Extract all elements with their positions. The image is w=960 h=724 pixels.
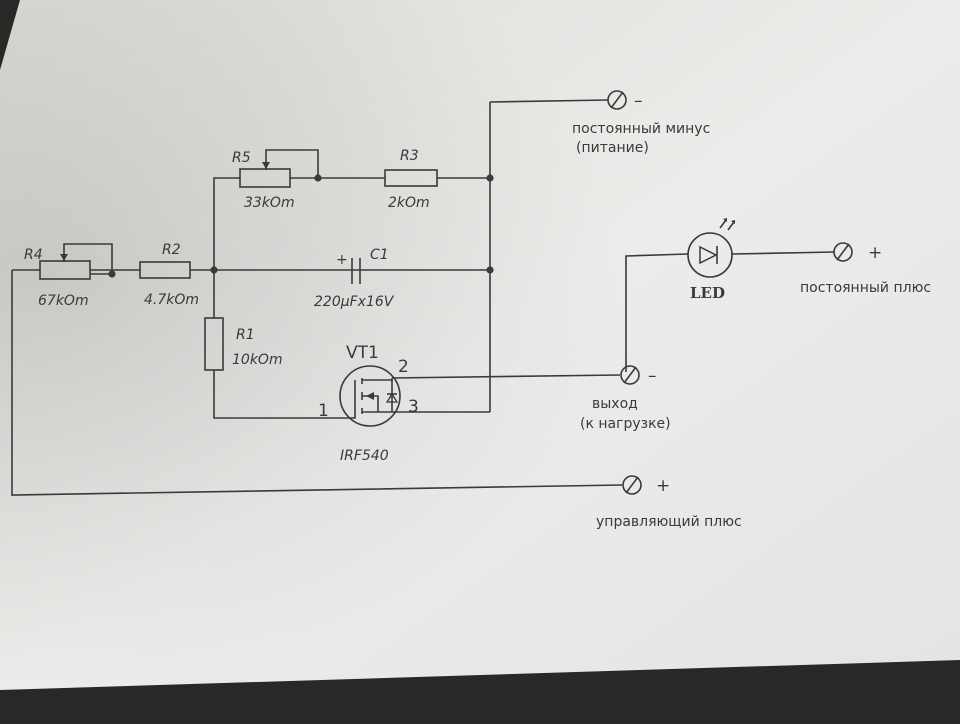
resistor-r4 bbox=[39, 260, 91, 280]
label-r1-value: 10kOm bbox=[232, 352, 283, 368]
label-r4-value: 67kOm bbox=[38, 293, 89, 309]
terminal-control-plus bbox=[622, 475, 642, 495]
plus-supply-label: постоянный плюс bbox=[800, 280, 931, 296]
label-r5-value: 33kOm bbox=[244, 195, 295, 211]
r4-wiper-arrow bbox=[60, 254, 68, 261]
terminal-minus-supply bbox=[607, 90, 627, 110]
minus-supply-sublabel: (питание) bbox=[576, 140, 649, 156]
terminal-output bbox=[620, 365, 640, 385]
output-label: выход bbox=[592, 396, 638, 412]
label-pin-2: 2 bbox=[398, 357, 409, 377]
output-sublabel: (к нагрузке) bbox=[580, 416, 671, 432]
label-r1: R1 bbox=[236, 327, 255, 343]
label-c1: C1 bbox=[370, 247, 389, 263]
control-plus-sign: + bbox=[656, 476, 670, 496]
control-plus-label: управляющий плюс bbox=[596, 514, 742, 530]
label-led: LED bbox=[690, 284, 725, 302]
junction-dot bbox=[108, 270, 116, 278]
label-pin-1: 1 bbox=[318, 401, 329, 421]
junction-dot bbox=[210, 266, 218, 274]
junction-dot bbox=[314, 174, 322, 182]
terminal-plus-supply bbox=[833, 242, 853, 262]
plus-supply-sign: + bbox=[868, 243, 882, 263]
label-vt1: VT1 bbox=[346, 343, 379, 363]
led-diode bbox=[687, 218, 735, 278]
label-vt1-model: IRF540 bbox=[340, 448, 389, 464]
label-r3: R3 bbox=[400, 148, 419, 164]
label-r5: R5 bbox=[232, 150, 251, 166]
resistor-r1 bbox=[204, 317, 224, 371]
junction-dot bbox=[486, 266, 494, 274]
label-r3-value: 2kOm bbox=[388, 195, 430, 211]
output-sign: – bbox=[648, 366, 657, 386]
junction-dot bbox=[486, 174, 494, 182]
label-pin-3: 3 bbox=[408, 397, 419, 417]
minus-supply-label: постоянный минус bbox=[572, 121, 710, 137]
wires bbox=[11, 99, 835, 496]
resistor-r5 bbox=[239, 168, 291, 188]
resistor-r2 bbox=[139, 261, 191, 279]
resistor-r3 bbox=[384, 169, 438, 187]
minus-supply-sign: – bbox=[634, 91, 643, 111]
label-r4: R4 bbox=[24, 247, 43, 263]
label-c1-plus: + bbox=[336, 252, 348, 268]
label-r2: R2 bbox=[162, 242, 181, 258]
r5-wiper-arrow bbox=[262, 162, 270, 169]
paper-shadow bbox=[0, 0, 960, 690]
label-c1-value: 220µFx16V bbox=[314, 294, 395, 310]
mosfet-vt1 bbox=[339, 365, 401, 427]
label-r2-value: 4.7kOm bbox=[144, 292, 199, 308]
